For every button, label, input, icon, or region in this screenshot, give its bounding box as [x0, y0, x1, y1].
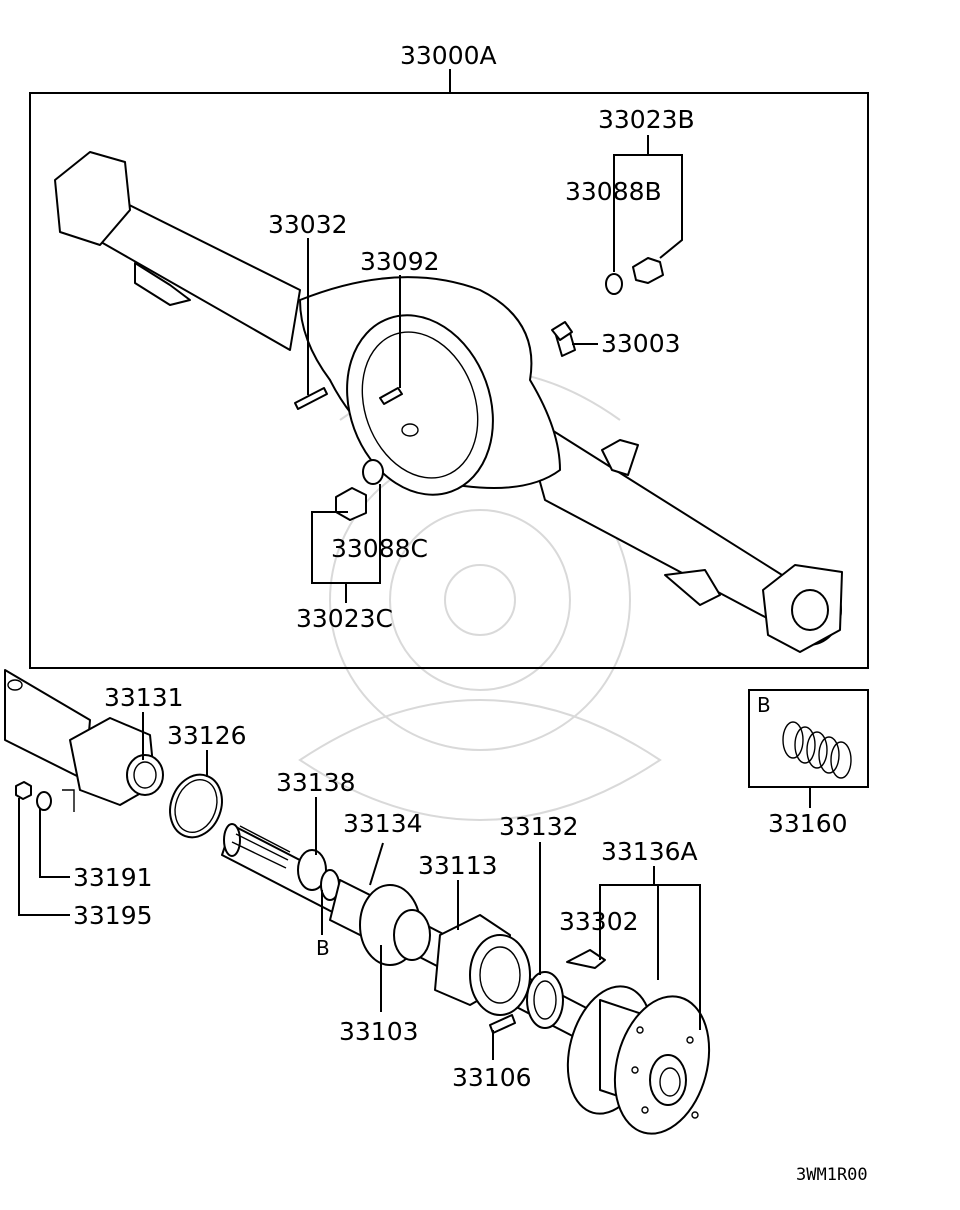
- label-bolt: 33092: [360, 247, 440, 276]
- label-o-ring: 33126: [167, 721, 247, 750]
- leader-drain-plug-b: [613, 154, 683, 272]
- bolt-part: [379, 387, 403, 405]
- label-hub-flange: 33136A: [601, 837, 698, 866]
- label-washer: 33195: [73, 901, 153, 930]
- o-ring-inner: [174, 779, 218, 833]
- leader-nut: [39, 808, 70, 878]
- label-assembly: 33000A: [400, 41, 497, 70]
- label-nut: 33191: [73, 863, 153, 892]
- kit-rings-part: [782, 721, 852, 779]
- label-spacer: 33134: [343, 809, 423, 838]
- hub-flange-part: [566, 985, 711, 1135]
- drain-plug-b-parts: [605, 257, 664, 295]
- bearing-retainer-plate-part: [4, 669, 164, 806]
- label-ref-b-box: B: [757, 693, 771, 717]
- breather-part: [551, 321, 573, 341]
- label-drain-plug-set-b: 33023B: [598, 105, 695, 134]
- label-plug-set-c: 33023C: [296, 604, 393, 633]
- label-bearing: 33103: [339, 1017, 419, 1046]
- label-ref-b-pointer: B: [316, 936, 330, 960]
- label-hub-bolt: 33302: [559, 907, 639, 936]
- label-kit: 33160: [768, 809, 848, 838]
- leader-spacer: [369, 842, 384, 886]
- axle-housing: [54, 151, 843, 653]
- pin-part: [294, 387, 328, 410]
- label-bearing-retainer-plate: 33131: [104, 683, 184, 712]
- label-retainer: 33113: [418, 851, 498, 880]
- label-gasket-b: 33088B: [565, 177, 662, 206]
- leader-plug-c: [311, 484, 381, 584]
- leader-hub-flange: [599, 884, 701, 1030]
- leader-washer: [18, 798, 70, 916]
- label-gasket-c: 33088C: [331, 534, 428, 563]
- label-oil-seal: 33132: [499, 812, 579, 841]
- label-pin: 33032: [268, 210, 348, 239]
- o-ring-part: [169, 773, 223, 839]
- footer-code: 3WM1R00: [796, 1165, 868, 1185]
- axle-shaft-assembly: [221, 823, 606, 1046]
- label-stud: 33106: [452, 1063, 532, 1092]
- label-seal-ring: 33138: [276, 768, 356, 797]
- nut-washer-parts: [15, 781, 75, 812]
- label-breather: 33003: [601, 329, 681, 358]
- kit-box: [748, 689, 869, 788]
